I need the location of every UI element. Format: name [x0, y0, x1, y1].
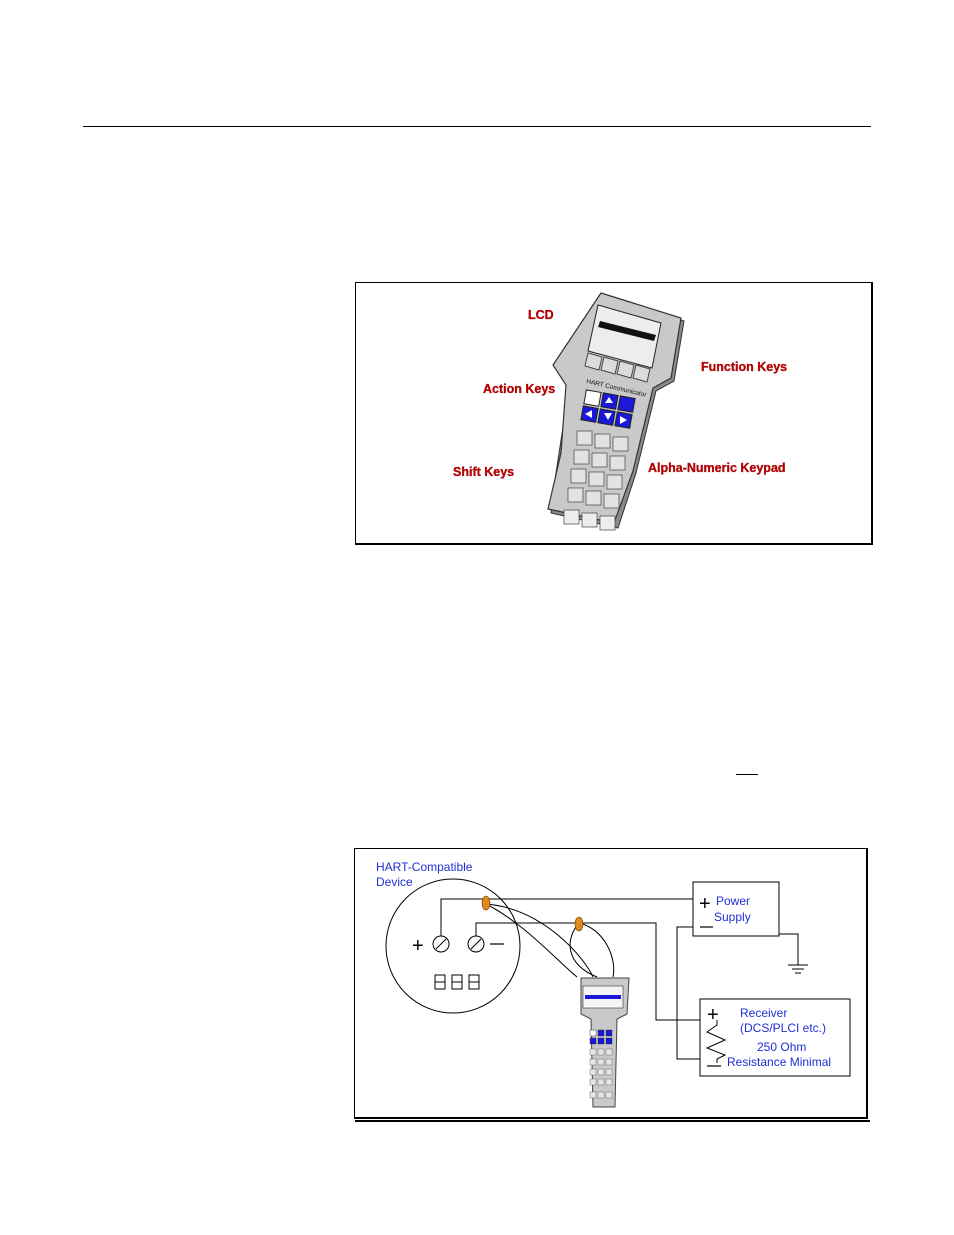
loop-wires: [440, 898, 700, 1060]
action-keys: [580, 389, 636, 429]
communicator-illustration: HART Communicator: [453, 292, 787, 531]
shift-keys: [563, 509, 616, 531]
function-keys: [584, 352, 651, 383]
clip-minus: [574, 916, 584, 932]
label-function-keys: Function Keys: [701, 360, 787, 374]
hart-device-circle: [385, 878, 521, 1014]
receiver-line2: (DCS/PLCI etc.): [740, 1021, 826, 1035]
hart-communicator-small: [580, 977, 630, 1108]
resistor-icon: [705, 1020, 727, 1063]
label-shift-keys: Shift Keys: [453, 465, 514, 479]
receiver-line1: Receiver: [740, 1006, 787, 1020]
device-label-line1: HART-Compatible: [376, 860, 473, 874]
device-plus-terminal-sign: +: [412, 935, 424, 957]
power-supply-line2: Supply: [714, 910, 751, 924]
label-action-keys: Action Keys: [483, 382, 555, 396]
figure-hart-communicator: HART Communicator: [355, 282, 873, 545]
receiver-plus-sign: +: [707, 1004, 719, 1026]
communicator-leads: [485, 903, 615, 978]
resistance-line1: 250 Ohm: [757, 1040, 806, 1054]
power-supply-line1: Power: [716, 894, 750, 908]
communicator-body: HART Communicator: [547, 292, 685, 531]
figure-bottom-rule: [355, 1120, 870, 1122]
alpha-numeric-keypad: [567, 430, 629, 509]
ground-icon: [779, 933, 808, 974]
label-lcd: LCD: [528, 308, 554, 322]
resistance-line2: Resistance Minimal: [727, 1055, 831, 1069]
device-label-line2: Device: [376, 875, 413, 889]
receiver-box: [699, 998, 851, 1077]
figure-wiring-diagram: HART-Compatible Device +: [354, 848, 868, 1119]
power-plus-sign: +: [699, 893, 711, 915]
wiring-diagram: HART-Compatible Device +: [376, 860, 851, 1108]
device-display-segments: [434, 974, 480, 990]
label-alpha-numeric-keypad: Alpha-Numeric Keypad: [648, 461, 786, 475]
clip-plus: [481, 895, 491, 911]
overline-mark: [736, 774, 758, 775]
header-rule: [83, 126, 871, 127]
